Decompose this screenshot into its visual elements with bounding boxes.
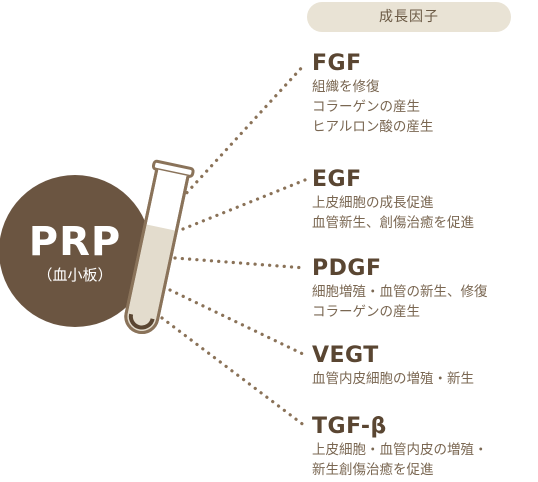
factor-name: VEGT [312, 343, 379, 368]
factor-desc: 血管新生、創傷治癒を促進 [312, 215, 474, 231]
connector-fgf [180, 62, 307, 200]
factor-desc: コラーゲンの産生 [312, 304, 420, 320]
factor-desc: 組織を修復 [312, 79, 380, 95]
factor-desc: 細胞増殖・血管の新生、修復 [312, 284, 488, 300]
prp-title: PRP [28, 219, 122, 265]
factor-desc: 血管内皮細胞の増殖・新生 [312, 371, 474, 387]
factor-vegt: VEGT 血管内皮細胞の増殖・新生 [312, 343, 474, 389]
factor-name: PDGF [312, 256, 382, 281]
connector-egf [181, 178, 307, 231]
prp-circle [0, 175, 151, 327]
factor-tgf-beta: TGF-β 上皮細胞・血管内皮の増殖・ 新生創傷治癒を促進 [312, 414, 488, 480]
factor-fgf: FGF 組織を修復 コラーゲンの産生 ヒアルロン酸の産生 [312, 51, 433, 137]
connector-tgf [160, 316, 307, 428]
test-tube-icon [124, 159, 195, 335]
connector-pdgf [173, 256, 307, 270]
factor-desc: 新生創傷治癒を促進 [312, 462, 434, 478]
connector-lines [160, 62, 307, 428]
factor-name: FGF [312, 51, 362, 76]
factor-egf: EGF 上皮細胞の成長促進 血管新生、創傷治癒を促進 [312, 167, 474, 233]
connector-vegt [168, 288, 307, 357]
factor-desc: 上皮細胞・血管内皮の増殖・ [312, 442, 488, 458]
factor-name: EGF [312, 167, 362, 192]
factor-desc: ヒアルロン酸の産生 [312, 119, 434, 135]
prp-subtitle: （血小板） [37, 266, 113, 284]
growth-factors-badge: 成長因子 [307, 2, 511, 32]
factor-desc: コラーゲンの産生 [312, 99, 420, 115]
factor-pdgf: PDGF 細胞増殖・血管の新生、修復 コラーゲンの産生 [312, 256, 488, 322]
factor-desc: 上皮細胞の成長促進 [312, 195, 434, 211]
factor-name: TGF-β [312, 414, 387, 439]
